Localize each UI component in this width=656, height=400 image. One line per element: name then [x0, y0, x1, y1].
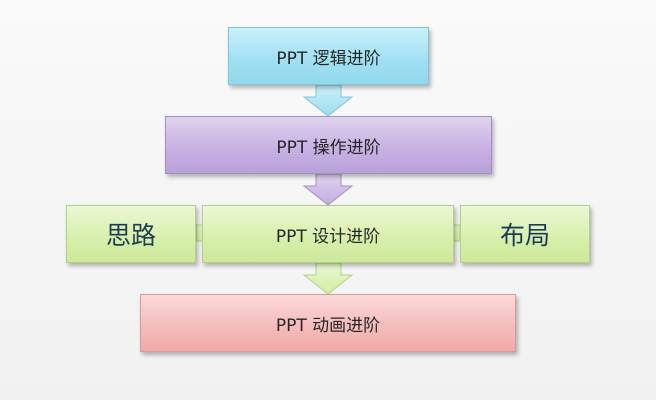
arrow-logic-to-operation	[302, 84, 354, 117]
box-thinking: 思路	[66, 205, 196, 263]
box-thinking-label: 思路	[105, 221, 156, 250]
box-animation-label: PPT 动画进阶	[275, 315, 381, 336]
box-design-advanced: PPT 设计进阶	[202, 205, 454, 263]
box-layout: 布局	[460, 205, 590, 263]
box-logic-label: PPT 逻辑进阶	[276, 48, 381, 69]
box-logic-advanced: PPT 逻辑进阶	[228, 27, 429, 85]
box-design-label: PPT 设计进阶	[275, 226, 381, 247]
box-layout-label: 布局	[499, 221, 550, 250]
box-operation-advanced: PPT 操作进阶	[165, 116, 492, 174]
arrow-design-to-animation	[302, 262, 354, 295]
arrow-operation-to-design	[302, 173, 354, 206]
box-operation-label: PPT 操作进阶	[276, 137, 381, 158]
box-animation-advanced: PPT 动画进阶	[140, 294, 516, 352]
